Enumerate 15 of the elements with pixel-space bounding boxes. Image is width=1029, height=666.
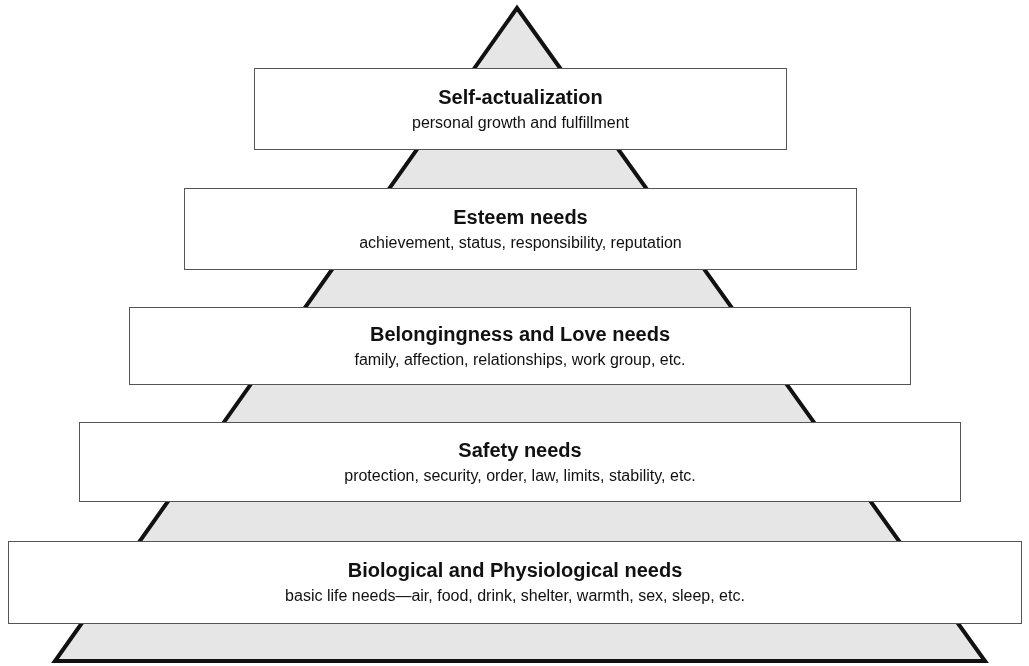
level-description: basic life needs—air, food, drink, shelter, warmth, sex, sleep, etc. xyxy=(285,586,745,606)
level-description: personal growth and fulfillment xyxy=(412,112,629,133)
level-box xyxy=(254,68,787,150)
level-title: Self-actualization xyxy=(438,84,603,110)
level-box xyxy=(79,422,961,502)
level-title: Safety needs xyxy=(458,437,582,463)
level-description: family, affection, relationships, work group, etc. xyxy=(354,349,686,370)
level-description: protection, security, order, law, limits, stability, etc. xyxy=(344,465,696,486)
level-title: Belongingness and Love needs xyxy=(369,321,671,347)
level-box xyxy=(8,541,1022,624)
level-title: Esteem needs xyxy=(453,204,588,230)
level-description: achievement, status, responsibility, reputation xyxy=(359,232,682,253)
level-box xyxy=(184,188,857,270)
level-title: Biological and Physiological needs xyxy=(347,558,683,583)
level-box xyxy=(129,307,911,385)
